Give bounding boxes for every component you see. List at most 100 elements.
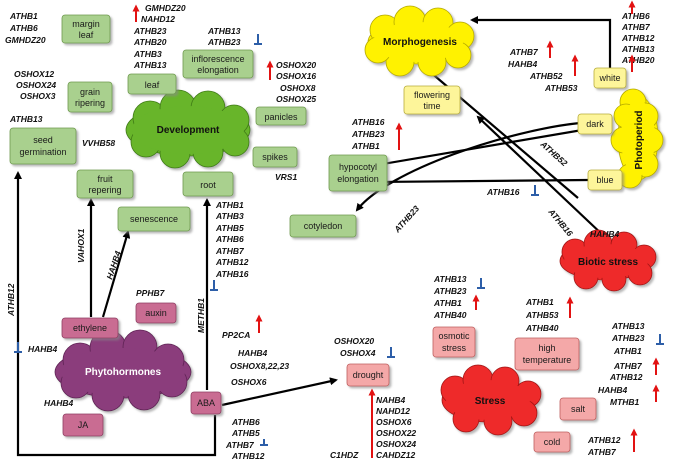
gene-label: ATHB1: [613, 346, 642, 356]
gene-label: ATHB12: [621, 33, 655, 43]
gene-label: ATHB6: [621, 11, 650, 21]
seed-germination-box: [9, 127, 77, 165]
down-marker-icon: [656, 334, 664, 345]
gene-label: GMHDZ20: [145, 3, 186, 13]
gene-label: HAHB4: [598, 385, 628, 395]
flowering-time-box: [403, 85, 461, 115]
hightemp-line1: high: [538, 343, 555, 353]
ja-box: [62, 413, 104, 437]
gene-label: OSHOX24: [376, 439, 416, 449]
down-marker-icon: [210, 280, 218, 291]
spikes-label: spikes: [262, 152, 288, 162]
morphogenesis-label: Morphogenesis: [383, 37, 457, 48]
pink-box-labels: ethylene auxin ABA JA: [73, 308, 215, 430]
gene-label: OSHOX12: [14, 69, 54, 79]
gene-label: ATHB53: [525, 310, 559, 320]
gene-label: MTHB1: [610, 397, 640, 407]
green-boxes: [9, 14, 388, 238]
gene-label: C1HDZ: [330, 450, 359, 460]
gene-label: ATHB1: [351, 141, 380, 151]
high-temperature-box: [514, 337, 580, 371]
gene-label: HAHB4: [508, 59, 538, 69]
gene-label: VVHB58: [82, 138, 115, 148]
gene-label: ATHB12: [231, 451, 265, 461]
down-marker-icon: [531, 185, 539, 196]
hypocotyl-line1: hypocotyl: [339, 162, 377, 172]
gene-label: ATHB40: [433, 310, 467, 320]
gene-label: ATHB7: [215, 246, 245, 256]
arrow-aba-seed: [14, 171, 217, 457]
cotyledon-label: cotyledon: [304, 221, 343, 231]
salmon-box-labels: drought osmotic stress high temperature …: [353, 331, 586, 447]
gene-label: ATHB13: [207, 26, 241, 36]
cold-box: [533, 431, 571, 453]
arrow-aba-drought: [221, 377, 338, 407]
gene-label: METHB1: [196, 298, 206, 333]
gene-label: ATHB13: [9, 114, 43, 124]
gene-label: OSHOX20: [276, 60, 316, 70]
down-marker-icon: [477, 278, 485, 289]
dark-label: dark: [586, 119, 604, 129]
gene-label: ATHB23: [611, 333, 645, 343]
grain-ripering-line1: grain: [80, 87, 100, 97]
gene-label: ATHB23: [391, 203, 421, 235]
gene-label: ATHB1: [525, 297, 554, 307]
osmotic-line2: stress: [442, 343, 467, 353]
aba-box: [190, 391, 222, 415]
auxin-box: [135, 302, 177, 324]
osmotic-stress-box: [432, 326, 476, 358]
gene-label: HAHB4: [104, 249, 123, 280]
gene-label: VAHOX1: [76, 228, 86, 263]
down-marker-icon: [387, 347, 395, 358]
gene-label: ATHB16: [215, 269, 249, 279]
grain-ripering-box: [67, 81, 113, 113]
gene-label: ATHB16: [486, 187, 520, 197]
margin-leaf-line1: margin: [72, 19, 100, 29]
auxin-label: auxin: [145, 308, 167, 318]
blue-box: [587, 169, 623, 191]
gene-label: ATHB20: [133, 37, 167, 47]
gene-label: ATHB7: [621, 22, 651, 32]
seed-germination-line1: seed: [33, 135, 53, 145]
margin-leaf-box: [61, 14, 111, 44]
biotic-stress-cloud: [559, 229, 657, 292]
white-label: white: [598, 73, 620, 83]
photoperiod-cloud: [610, 88, 664, 189]
arrow-biotic-flowering: [476, 115, 607, 239]
gene-label: PP2CA: [222, 330, 250, 340]
up-regulation-arrows: [132, 0, 660, 458]
gene-label: OSHOX24: [16, 80, 56, 90]
gene-label: ATHB7: [587, 447, 617, 457]
gene-label: ATHB13: [433, 274, 467, 284]
gene-label: NAHD12: [141, 14, 175, 24]
gene-label: ATHB23: [351, 129, 385, 139]
gene-label: ATHB6: [231, 417, 260, 427]
gene-label: VRS1: [275, 172, 297, 182]
gene-label: ATHB1: [433, 298, 462, 308]
hypocotyl-elongation-box: [328, 154, 388, 192]
inflorescence-line1: inflorescence: [191, 54, 244, 64]
spikes-box: [252, 146, 298, 168]
gene-label: ATHB1: [9, 11, 38, 21]
white-box: [593, 67, 627, 89]
development-cloud: [125, 89, 251, 169]
pink-boxes: [61, 302, 222, 437]
senescence-label: senescence: [130, 214, 178, 224]
gene-label: OSHOX6: [231, 377, 267, 387]
gene-label: ATHB53: [544, 83, 578, 93]
inflorescence-elongation-box: [182, 49, 254, 79]
gene-label: ATHB13: [611, 321, 645, 331]
leaf-label: leaf: [145, 80, 160, 90]
gene-label: ATHB13: [621, 44, 655, 54]
gene-label: ATHB5: [215, 223, 244, 233]
phytohormones-label: Phytohormones: [85, 367, 162, 378]
gene-label: ATHB7: [509, 47, 539, 57]
gene-label: OSHOX6: [376, 417, 412, 427]
stress-label: Stress: [475, 396, 506, 407]
gene-label: CAHDZ12: [376, 450, 415, 460]
arrow-blue-hypocotyl: [375, 177, 589, 186]
development-label: Development: [157, 125, 220, 136]
gene-label: GMHDZ20: [5, 35, 46, 45]
morphogenesis-cloud: [364, 5, 475, 77]
gene-label: PPHB7: [136, 288, 166, 298]
